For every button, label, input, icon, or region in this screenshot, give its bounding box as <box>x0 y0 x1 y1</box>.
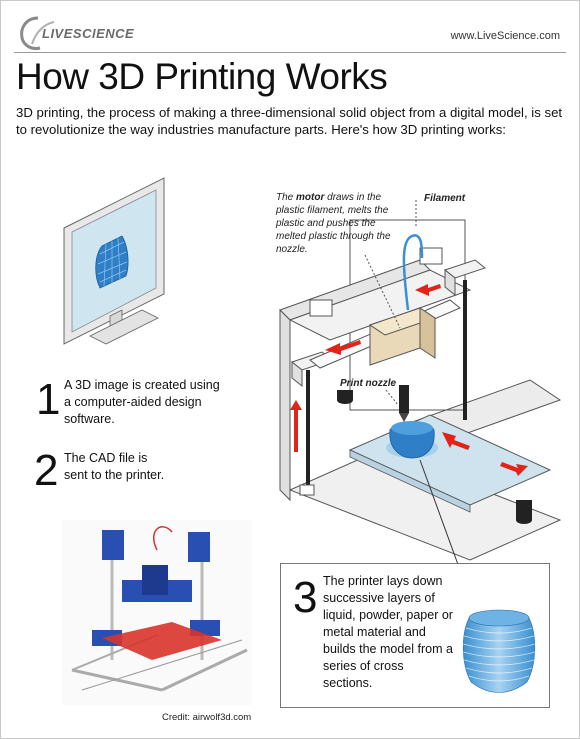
step-3-text: The printer lays down successive layers … <box>323 574 453 690</box>
logo-text: LIVESCIENCE <box>42 26 135 41</box>
step-3-number: 3 <box>293 573 318 622</box>
logo-swoosh-icon <box>20 16 55 50</box>
printer-photo <box>62 520 252 705</box>
print-nozzle-label: Print nozzle <box>340 378 397 389</box>
page-title: How 3D Printing Works <box>16 56 388 97</box>
motor-callout-pre: The <box>276 192 297 203</box>
printer-diagram <box>279 200 562 571</box>
step-2-text: The CAD file is sent to the printer. <box>64 451 165 482</box>
intro-paragraph: 3D printing, the process of making a thr… <box>16 105 563 137</box>
motor-callout-bold: motor <box>296 192 325 203</box>
motor-callout-post: draws in the plastic filament, melts the… <box>276 192 391 255</box>
filament-label: Filament <box>424 193 466 204</box>
step-1-text: A 3D image is created using a computer-a… <box>64 378 220 426</box>
photo-credit: Credit: airwolf3d.com <box>162 712 252 723</box>
vase-model-icon <box>95 235 129 289</box>
motor-callout: The motor draws in the plastic filament,… <box>276 191 394 256</box>
livescience-logo[interactable]: LIVESCIENCE <box>18 14 134 52</box>
motion-arrows <box>290 284 528 476</box>
computer-monitor-illustration <box>63 177 165 345</box>
step-3-box: 3 The printer lays down successive layer… <box>280 563 550 708</box>
header: LIVESCIENCE www.LiveScience.com <box>14 12 566 54</box>
step-2-number: 2 <box>34 446 59 495</box>
layered-model-icon <box>462 609 536 693</box>
site-url[interactable]: www.LiveScience.com <box>450 30 560 42</box>
step-1-number: 1 <box>36 375 61 424</box>
header-divider <box>14 52 566 53</box>
